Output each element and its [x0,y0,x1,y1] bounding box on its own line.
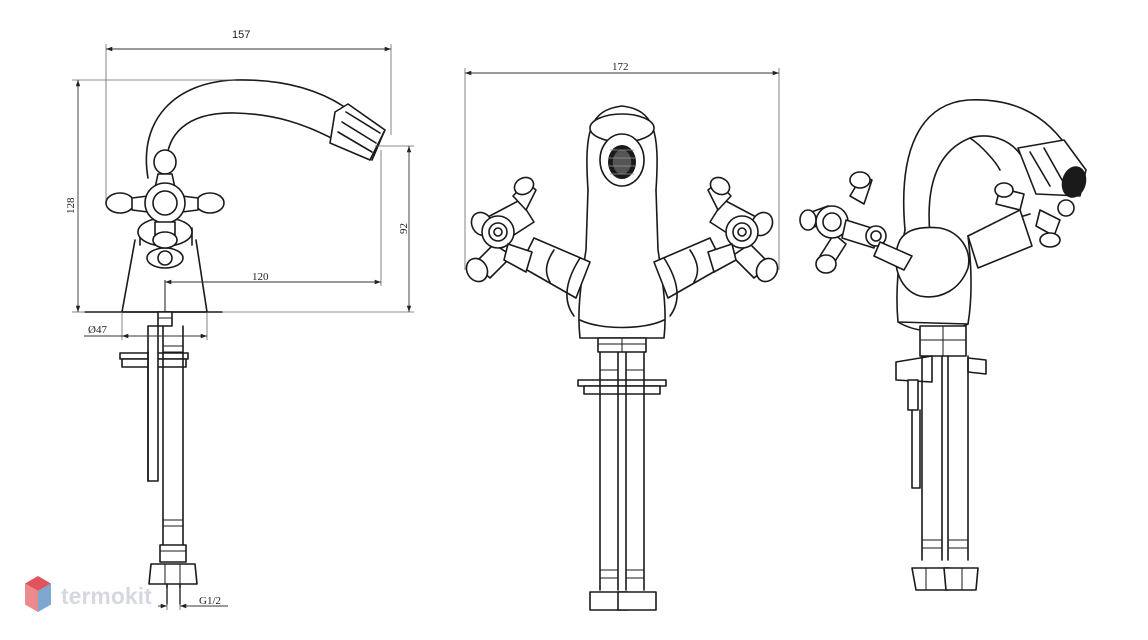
dimension-height-128: 128 [65,197,77,214]
front-view-hoses [577,337,667,611]
dimension-width-172: 172 [612,61,629,73]
front-view-dimensions: 172 [464,61,780,270]
dimension-reach-120: 120 [252,271,269,283]
front-view [465,105,779,611]
perspective-view-rear-handle [994,182,1061,248]
perspective-view [799,99,1087,591]
dimension-connection-thread: G1/2 [199,595,221,607]
side-view-cross-handle [105,149,225,249]
dimension-spout-height-92: 92 [398,223,410,234]
dimension-width-157: 157 [232,29,250,41]
side-view-dimensions: 157 128 92 120 Ø47 G1/2 [65,29,414,610]
front-view-right-handle [707,176,779,283]
perspective-view-front-handle [799,171,913,274]
watermark-text: termokit [61,583,152,609]
perspective-view-hoses [895,321,987,591]
side-view [84,79,386,605]
side-view-spout [145,79,386,179]
watermark-logo: termokit [25,576,152,612]
dimension-base-diameter: Ø47 [88,324,107,336]
side-view-shank [119,311,198,605]
front-view-left-handle [465,176,537,283]
